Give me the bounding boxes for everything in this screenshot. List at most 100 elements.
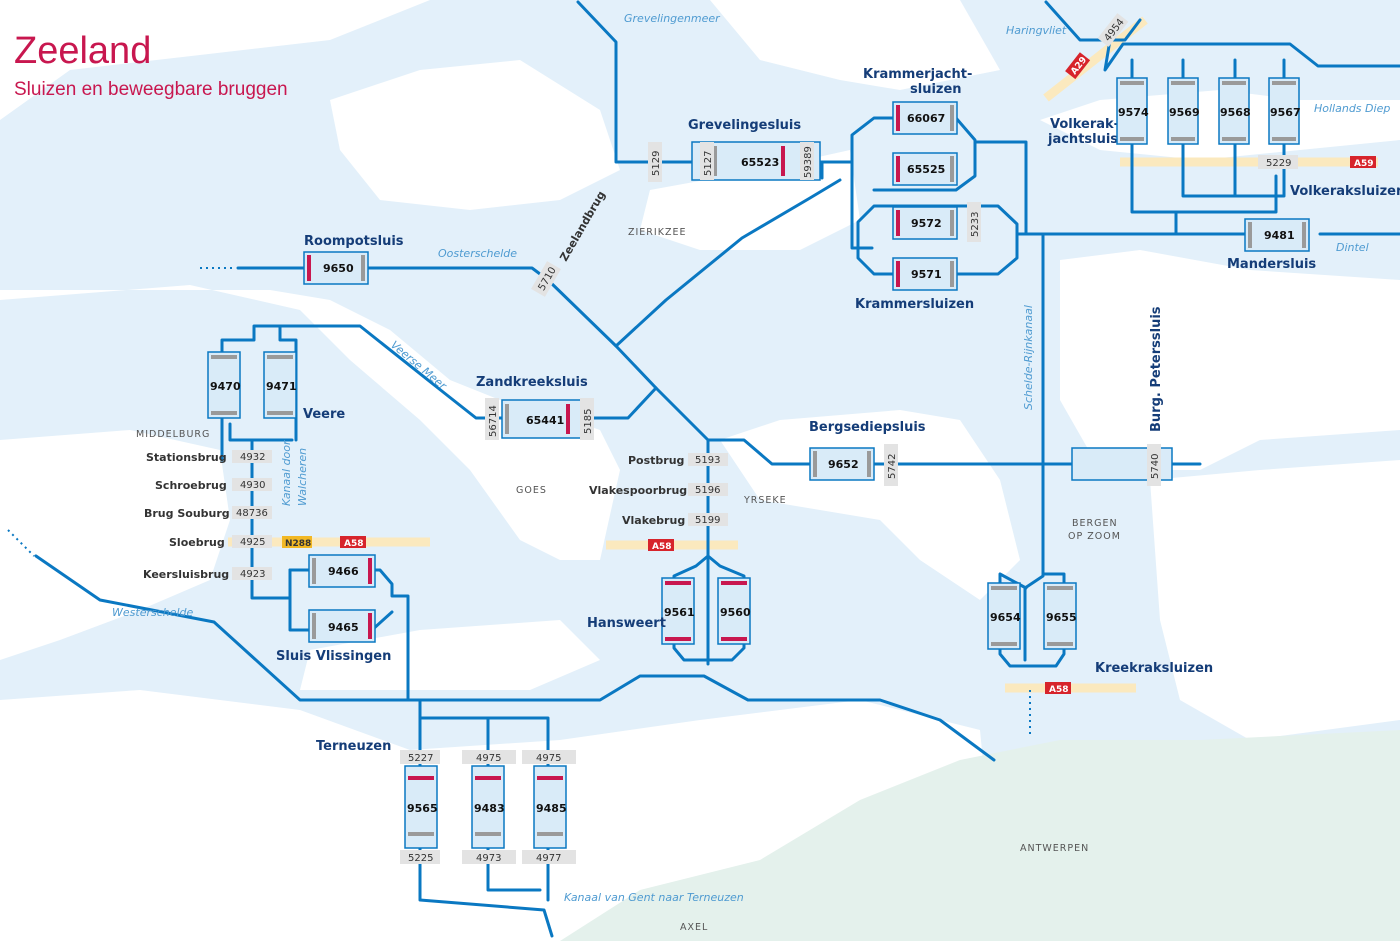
bridge-stationsbrug[interactable]: 4932 [232, 450, 272, 463]
bridge-number: 4925 [240, 537, 265, 548]
lock-terneuzen-2[interactable]: 9483 [471, 765, 505, 849]
lock-label-volkerakjacht-1: Volkerak- [1050, 117, 1119, 132]
bridge-number: 4930 [240, 480, 265, 491]
water-oosterschelde: Oosterschelde [438, 247, 517, 260]
lock-number: 9569 [1169, 106, 1200, 119]
bridge-brug-souburg[interactable]: 48736 [232, 506, 272, 519]
road-a58-vlake-shield: A58 [648, 539, 674, 552]
lock-number: 66067 [907, 112, 945, 125]
water-kanaal-walcheren-2: Walcheren [296, 448, 309, 506]
lock-krammerjacht-a[interactable]: 66067 [892, 101, 958, 135]
lock-label-krammerjacht-2: sluizen [910, 82, 962, 97]
lock-bergsediepsluis[interactable]: 9652 [809, 447, 875, 481]
lock-volkerakjacht[interactable]: 9574 [1116, 77, 1149, 145]
page-title: Zeeland [14, 30, 151, 72]
lock-kreekrak-a[interactable]: 9654 [987, 582, 1021, 650]
lock-veere-b[interactable]: 9471 [263, 351, 297, 419]
road-label: A58 [1049, 685, 1069, 695]
bridge-label-vlakespoorbrug: Vlakespoorbrug [589, 484, 687, 497]
bridge-56714[interactable]: 56714 [485, 398, 499, 440]
road-label: A58 [652, 542, 672, 552]
bridge-5229[interactable]: 5229 [1258, 155, 1298, 169]
lock-volkerak-1[interactable]: 9569 [1167, 77, 1200, 145]
bridge-terneuzen-bottom-3[interactable]: 4977 [522, 850, 576, 864]
lock-number: 65523 [741, 156, 779, 169]
lock-krammer-b[interactable]: 9571 [892, 257, 958, 291]
bridge-vlakebrug[interactable]: 5199 [688, 513, 728, 526]
city-middelburg: MIDDELBURG [136, 429, 210, 440]
lock-terneuzen-1[interactable]: 9565 [404, 765, 438, 849]
bridge-number: 5185 [583, 409, 594, 434]
bridge-label-vlakebrug: Vlakebrug [622, 514, 685, 527]
bridge-number: 4932 [240, 452, 265, 463]
city-bergen-2: OP ZOOM [1068, 531, 1121, 542]
bridge-number: 5225 [408, 853, 433, 864]
page-subtitle: Sluizen en beweegbare bruggen [14, 79, 288, 100]
lock-number: 9565 [407, 802, 438, 815]
bridge-number: 5127 [703, 151, 714, 176]
bridge-terneuzen-top-1[interactable]: 5227 [400, 750, 440, 764]
lock-hansweert-b[interactable]: 9560 [717, 577, 751, 645]
bridge-terneuzen-bottom-2[interactable]: 4973 [462, 850, 516, 864]
city-goes: GOES [516, 485, 547, 496]
bridge-5233[interactable]: 5233 [967, 202, 981, 242]
lock-volkerak-3[interactable]: 9567 [1268, 77, 1301, 145]
lock-number: 65525 [907, 163, 945, 176]
lock-krammer-a[interactable]: 9572 [892, 206, 958, 240]
lock-label-burg-peterssluis: Burg. Peterssluis [1149, 306, 1164, 432]
bridge-schroebrug[interactable]: 4930 [232, 478, 272, 491]
bridge-keersluisbrug[interactable]: 4923 [232, 567, 272, 580]
lock-label-krammersluizen: Krammersluizen [855, 297, 974, 312]
water-haringvliet: Haringvliet [1006, 24, 1067, 37]
bridge-terneuzen-top-3[interactable]: 4975 [522, 750, 576, 764]
lock-veere-a[interactable]: 9470 [207, 351, 241, 419]
bridge-label-sloebrug: Sloebrug [169, 536, 225, 549]
road-n288-shield: N288 [282, 536, 312, 549]
bridge-label-stationsbrug: Stationsbrug [146, 451, 227, 464]
bridge-5740[interactable]: 5740 [1147, 444, 1161, 486]
bridge-terneuzen-bottom-1[interactable]: 5225 [400, 850, 440, 864]
lock-number: 9470 [210, 380, 241, 393]
bridge-number: 56714 [488, 405, 499, 437]
bridge-5127[interactable]: 5127 [700, 142, 714, 180]
bridge-5742[interactable]: 5742 [884, 444, 898, 486]
road-a59-shield: A59 [1350, 156, 1376, 169]
lock-zandkreeksluis[interactable]: 65441 [501, 399, 583, 439]
bridge-vlakespoorbrug[interactable]: 5196 [688, 483, 728, 496]
bridge-number: 59389 [803, 146, 814, 178]
bridge-5129[interactable]: 5129 [648, 142, 662, 182]
bridge-number: 4975 [476, 753, 501, 764]
bridge-terneuzen-top-2[interactable]: 4975 [462, 750, 516, 764]
lock-hansweert-a[interactable]: 9561 [661, 577, 695, 645]
lock-mandersluis[interactable]: 9481 [1244, 218, 1310, 252]
lock-label-roompotsluis: Roompotsluis [304, 234, 404, 249]
lock-terneuzen-3[interactable]: 9485 [533, 765, 567, 849]
lock-volkerak-2[interactable]: 9568 [1218, 77, 1251, 145]
bridge-label-schroebrug: Schroebrug [155, 479, 227, 492]
lock-vlissingen-b[interactable]: 9465 [308, 609, 376, 643]
bridge-number: 4923 [240, 569, 265, 580]
bridge-postbrug[interactable]: 5193 [688, 453, 728, 466]
bridge-label-postbrug: Postbrug [628, 454, 684, 467]
road-a58-kreekrak-shield: A58 [1045, 682, 1071, 695]
bridge-number: 5199 [695, 515, 720, 526]
lock-roompotsluis[interactable]: 9650 [303, 251, 369, 285]
lock-label-sluis-vlissingen: Sluis Vlissingen [276, 649, 391, 664]
bridge-5185[interactable]: 5185 [580, 398, 594, 440]
lock-vlissingen-a[interactable]: 9466 [308, 554, 376, 588]
waterway-network [7, 0, 1400, 938]
bridge-number: 48736 [236, 508, 268, 519]
bridge-sloebrug[interactable]: 4925 [232, 535, 272, 548]
lock-number: 9465 [328, 621, 359, 634]
lock-number: 9650 [323, 262, 354, 275]
bridge-number: 5193 [695, 455, 720, 466]
bridge-number: 5740 [1150, 454, 1161, 479]
water-grevelingenmeer: Grevelingenmeer [624, 12, 721, 25]
lock-krammerjacht-b[interactable]: 65525 [892, 152, 958, 186]
lock-kreekrak-b[interactable]: 9655 [1043, 582, 1077, 650]
lock-label-hansweert: Hansweert [587, 616, 666, 631]
road-label: N288 [285, 539, 311, 549]
water-kanaal-gent: Kanaal van Gent naar Terneuzen [564, 891, 744, 904]
bridge-59389[interactable]: 59389 [800, 142, 814, 180]
